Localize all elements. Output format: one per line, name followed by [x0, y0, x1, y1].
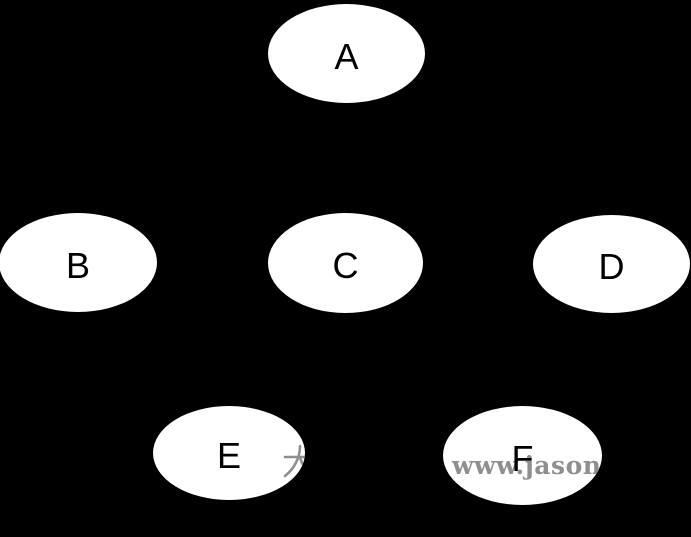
node-B-label: B — [65, 244, 90, 286]
node-F: www.jasong F — [443, 406, 602, 505]
node-A-label: A — [334, 35, 359, 77]
watermark-text: www.jasong — [452, 451, 602, 480]
node-B: B — [0, 213, 157, 312]
watermark-cjk-glyph — [283, 444, 305, 478]
node-C-label: C — [332, 245, 359, 286]
node-A: A — [268, 4, 425, 103]
node-D: D — [533, 215, 690, 313]
node-E-label: E — [216, 435, 241, 476]
node-F-label: F — [511, 437, 534, 479]
node-D-label: D — [598, 246, 625, 287]
node-E: E — [153, 406, 305, 500]
node-C: C — [268, 213, 423, 313]
